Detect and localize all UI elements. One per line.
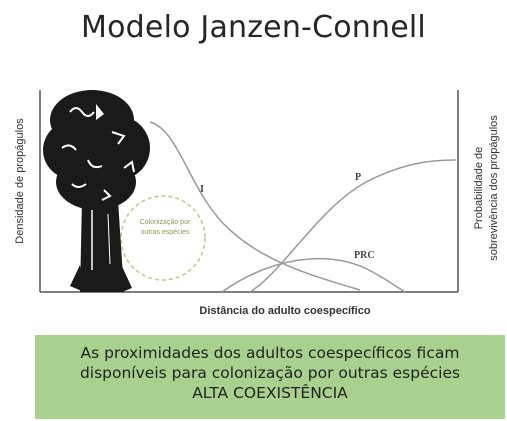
diagram-title: Modelo Janzen-Connell <box>81 10 426 45</box>
banner-line2: disponíveis para colonização por outras … <box>79 364 461 382</box>
curve-i <box>149 121 361 291</box>
curve-label-p: P <box>355 172 362 183</box>
curve-prc <box>221 258 406 293</box>
x-axis-label: Distância do adulto coespecífico <box>199 305 371 317</box>
colonization-line2: outras espécies <box>140 229 190 236</box>
curve-p <box>249 159 457 293</box>
curve-label-prc: PRC <box>354 250 375 261</box>
conclusion-banner: As proximidades dos adultos coespecífico… <box>35 335 505 419</box>
tree-icon <box>43 90 150 292</box>
banner-line3: ALTA COEXISTÊNCIA <box>192 384 348 402</box>
colonization-label: Colonização por outras espécies <box>126 218 204 238</box>
colonization-circle <box>120 195 206 281</box>
colonization-line1: Colonização por <box>139 219 191 226</box>
banner-line1: As proximidades dos adultos coespecífico… <box>80 344 460 362</box>
curve-label-i: I <box>200 184 204 195</box>
